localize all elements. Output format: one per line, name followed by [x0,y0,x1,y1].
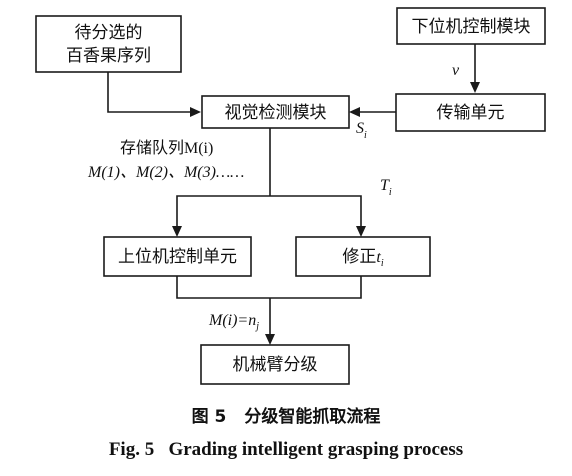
node-correction: 修正ti [295,236,431,277]
signal-var: S [356,120,364,137]
upper-control-label: 上位机控制单元 [118,247,237,267]
signal-sub: i [364,130,367,141]
candidates-label-line1: 待分选的 [75,23,143,43]
queue-label-line1: 存储队列M(i) [120,139,213,157]
speed-label: v [452,62,460,79]
candidates-label-line2: 百香果序列 [66,46,151,66]
time-label: Ti [380,177,392,198]
arrowhead-vision-left [190,107,201,117]
correction-var: t [376,249,381,266]
correction-prefix: 修正 [342,247,376,267]
arm-label: 机械臂分级 [233,355,318,375]
arrowhead-vision-right [349,107,360,117]
arrowhead-upper-control-top [172,226,182,237]
assign-label: M(i)=nj [208,312,259,332]
connector-merge [176,276,362,299]
node-arm: 机械臂分级 [200,344,350,385]
signal-label: Si [356,120,367,141]
node-transmission: 传输单元 [395,93,546,132]
assign-main: M(i)=n [208,312,256,329]
transmission-label: 传输单元 [437,103,505,123]
caption-en: Fig. 5 Grading intelligent grasping proc… [109,439,463,460]
caption-cn: 图 5 分级智能抓取流程 [192,406,381,427]
node-candidates: 待分选的 百香果序列 [35,15,182,73]
correction-sub: i [381,258,384,269]
time-sub: i [389,187,392,198]
vision-label: 视觉检测模块 [225,103,327,123]
assign-sub: j [254,321,259,332]
time-var: T [380,177,390,194]
arrowhead-transmission-top [470,82,480,93]
connectors [107,44,480,345]
node-upper-control: 上位机控制单元 [103,236,252,277]
arrowhead-correction-top [356,226,366,237]
lower-control-label: 下位机控制模块 [412,17,531,37]
connector-split [176,195,362,226]
caption-cn-number: 图 5 [192,407,227,427]
node-vision: 视觉检测模块 [201,95,350,129]
correction-label: 修正ti [342,247,383,269]
queue-label-line2: M(1)、M(2)、M(3)…… [87,164,244,181]
caption-cn-title: 分级智能抓取流程 [244,406,380,427]
connector-candidates-to-vision [107,72,190,113]
arrowhead-arm-top [265,334,275,345]
node-lower-control: 下位机控制模块 [396,7,546,45]
